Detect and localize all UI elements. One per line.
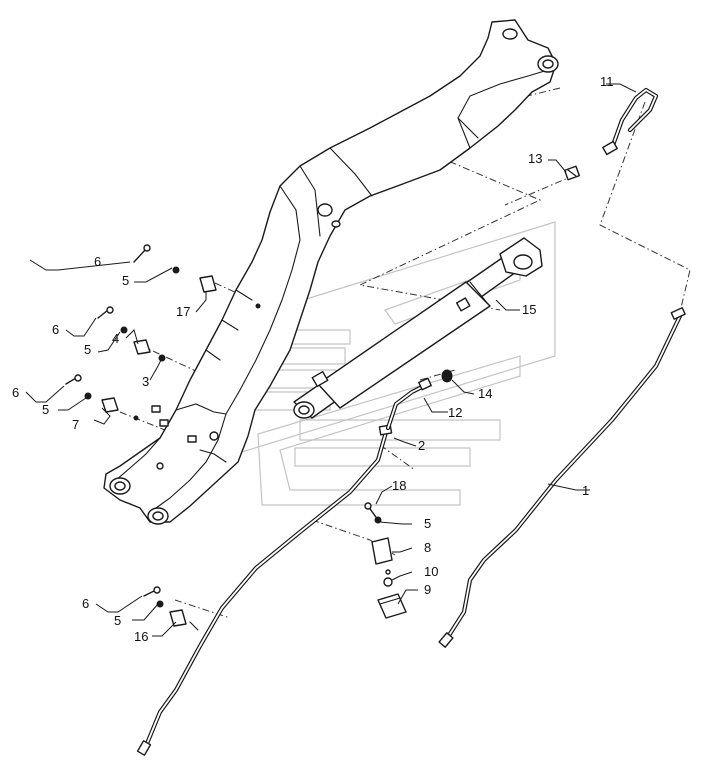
callout-16: 16 (134, 629, 148, 644)
callout-11: 11 (600, 74, 614, 89)
callout-6-b: 6 (52, 322, 59, 337)
callout-2: 2 (418, 438, 425, 453)
clamp-stack (364, 502, 407, 619)
hydraulic-tube-12 (385, 377, 432, 431)
callout-8: 8 (424, 540, 431, 555)
hydraulic-cylinder (293, 237, 543, 419)
callout-1: 1 (582, 483, 589, 498)
callout-18: 18 (392, 478, 406, 493)
callout-10: 10 (424, 564, 438, 579)
callout-4: 4 (112, 331, 119, 346)
fitting-13 (563, 165, 581, 181)
clamp-group-4 (97, 306, 166, 362)
callout-5-d: 5 (114, 613, 121, 628)
callout-14: 14 (478, 386, 492, 401)
boom-arm (103, 19, 559, 525)
leader-lines (25, 83, 637, 637)
callout-5-a: 5 (122, 273, 129, 288)
clamp-group-7 (65, 374, 139, 421)
callout-3: 3 (142, 374, 149, 389)
callouts: 1 2 3 4 5 5 5 5 5 6 6 6 6 7 8 9 10 11 12… (12, 74, 614, 644)
callout-5-c: 5 (42, 402, 49, 417)
clamp-group-16 (143, 586, 199, 631)
callout-12: 12 (448, 405, 462, 420)
callout-6-d: 6 (82, 596, 89, 611)
hydraulic-tube-11 (602, 87, 659, 156)
callout-6-c: 6 (12, 385, 19, 400)
callout-6-a: 6 (94, 254, 101, 269)
hydraulic-tube-1 (438, 307, 686, 648)
clamp-group-17 (133, 244, 261, 309)
callout-9: 9 (424, 582, 431, 597)
callout-17: 17 (176, 304, 190, 319)
callout-7: 7 (72, 417, 79, 432)
callout-5-e: 5 (424, 516, 431, 531)
callout-15: 15 (522, 302, 536, 317)
callout-5-b: 5 (84, 342, 91, 357)
hydraulic-tube-2 (136, 424, 393, 756)
callout-13: 13 (528, 151, 542, 166)
fitting-14 (441, 369, 453, 383)
